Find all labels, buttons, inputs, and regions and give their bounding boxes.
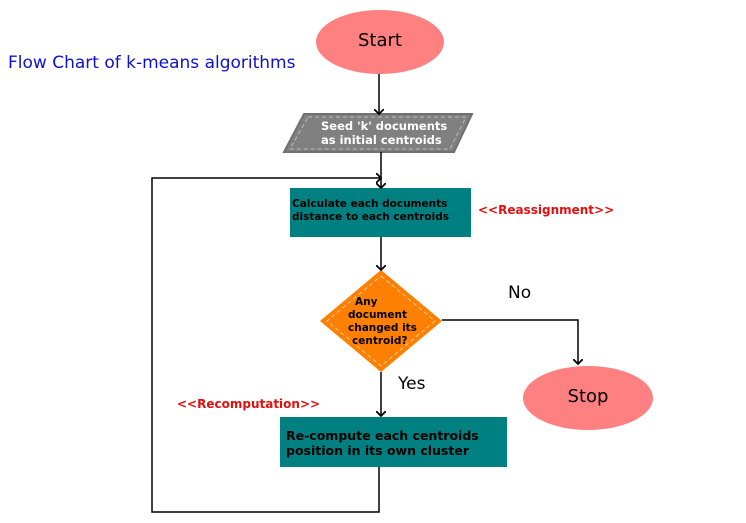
start-terminal (316, 10, 444, 74)
seed-label: Seed 'k' documents as initial centroids (321, 119, 447, 147)
decision-label-line1: Any (355, 296, 378, 308)
stop-label: Stop (567, 386, 609, 407)
start-label: Start (358, 30, 402, 51)
recompute-label-line1: Re-compute each centroids (286, 428, 479, 443)
decision-label-line3: changed its (348, 322, 417, 334)
calculate-label-line1: Calculate each documents (292, 198, 448, 210)
recompute-label-line2: position in its own cluster (286, 443, 469, 458)
calculate-label-line2: distance to each centroids (292, 211, 449, 223)
decision-label: Any document changed its centroid? (343, 296, 421, 348)
decision-diamond (320, 270, 442, 372)
stop-terminal (523, 366, 653, 430)
calculate-label: Calculate each documents distance to eac… (292, 198, 449, 224)
seed-input-inner-border (289, 116, 467, 150)
seed-input-shape (282, 113, 474, 153)
recompute-label: Re-compute each centroids position in it… (286, 428, 479, 458)
diagram-title: Flow Chart of k-means algorithms (8, 53, 296, 73)
edge-loop-back (151, 178, 381, 513)
edge-label-no: No (508, 283, 532, 303)
recompute-process-box (280, 417, 507, 467)
edge-decision-to-stop (442, 319, 578, 364)
calculate-process-box (290, 188, 471, 237)
decision-label-line4: centroid? (352, 335, 408, 347)
reassignment-annotation: <<Reassignment>> (478, 203, 615, 217)
seed-label-line2: as initial centroids (321, 133, 442, 147)
seed-label-line1: Seed 'k' documents (321, 119, 448, 133)
decision-label-line2: document (348, 309, 407, 321)
edge-label-yes: Yes (398, 374, 426, 394)
decision-diamond-inner-border (326, 275, 436, 367)
recomputation-annotation: <<Recomputation>> (177, 397, 321, 411)
